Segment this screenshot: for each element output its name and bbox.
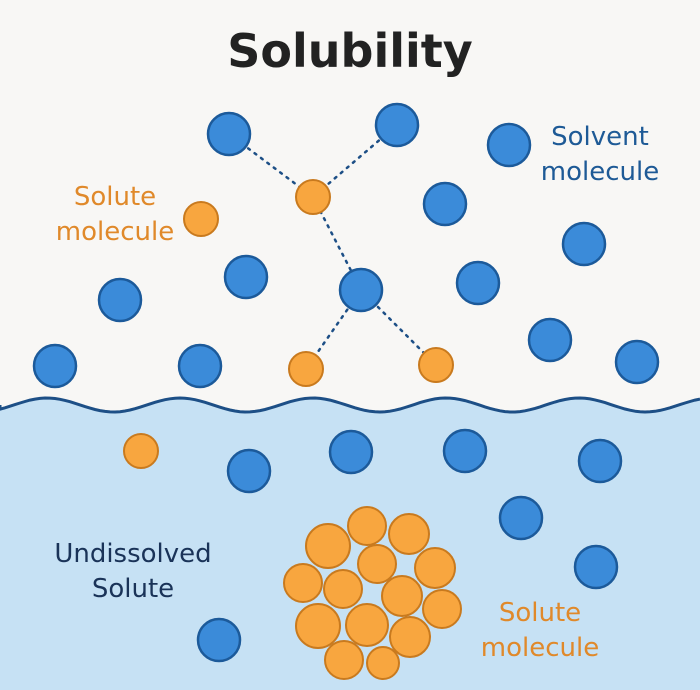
solvent-molecule [338,267,384,313]
solvent-molecule [573,544,619,590]
solute-molecule [295,179,331,215]
undissolved-solute-particle [345,603,389,647]
undissolved-solute-particle [305,523,351,569]
solvent-molecule [422,181,468,227]
solvent-molecule [577,438,623,484]
undissolved-solute-particle [388,513,430,555]
undissolved-solute-particle [295,603,341,649]
solvent-molecule [561,221,607,267]
undissolved-solute-particle [389,616,431,658]
label-line: Solute [73,182,157,212]
label-line: molecule [480,633,600,663]
solvent-molecule [614,339,660,385]
solute-molecule [183,201,219,237]
solute-molecule [418,347,454,383]
solvent-molecule [328,429,374,475]
undissolved-solute-particle [381,575,423,617]
undissolved-solute-particle [347,506,387,546]
solvent-molecule-label: Solvent molecule [541,120,659,190]
solvent-molecule [223,254,269,300]
solvent-molecule [226,448,272,494]
undissolved-solute-particle [324,640,364,680]
undissolved-solute-particle [357,544,397,584]
solvent-molecule [498,495,544,541]
label-line: Solvent [551,122,649,152]
undissolved-solute-particle [366,646,400,680]
solvent-molecule [196,617,242,663]
diagram-title: Solubility [227,24,473,78]
solvent-molecule [442,428,488,474]
solute-molecule [288,351,324,387]
solvent-molecule [527,317,573,363]
solvent-molecule [455,260,501,306]
water-surface-line [0,396,700,414]
undissolved-solute-particle [422,589,462,629]
solvent-molecule [97,277,143,323]
undissolved-solute-particle [283,563,323,603]
solvent-molecule [206,111,252,157]
solvent-molecule [486,122,532,168]
solute-molecule-label-bottom: Solute molecule [481,596,599,666]
label-line: Solute [91,574,175,604]
label-line: Undissolved [54,539,212,569]
label-line: Solute [498,598,582,628]
solute-molecule-label-top: Solute molecule [56,180,174,250]
label-line: molecule [540,157,660,187]
undissolved-solute-particle [414,547,456,589]
undissolved-solute-particle [323,569,363,609]
solvent-molecule [32,343,78,389]
label-line: molecule [55,217,175,247]
solvent-molecule [177,343,223,389]
solvent-molecule [374,102,420,148]
solute-molecule [123,433,159,469]
undissolved-solute-label: Undissolved Solute [54,537,211,607]
